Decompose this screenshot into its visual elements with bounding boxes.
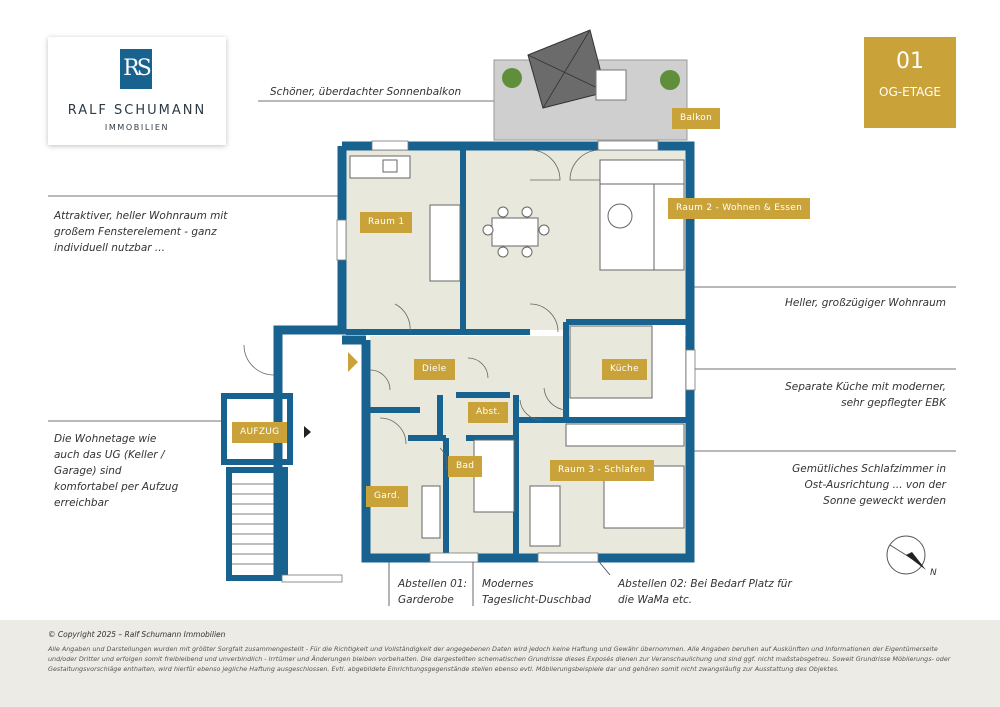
footer-disclaimer: Alle Angaben und Darstellungen wurden mi… [48,645,951,673]
footer: © Copyright 2025 – Ralf Schumann Immobil… [0,620,1000,707]
room-tag-gard: Gard. [366,486,409,507]
note-wohnen: Heller, großzügiger Wohnraum [785,297,946,309]
note-kueche: Separate Küche mit moderner, sehr gepfle… [785,381,946,409]
compass-label: N [930,568,937,578]
compass-icon [886,535,926,575]
logo-subtitle: IMMOBILIEN [104,123,170,132]
note-abstellen1: Abstellen 01: Garderobe [398,578,468,606]
room-tag-balkon: Balkon [672,108,721,129]
doors [243,149,601,471]
room-tag-raum1: Raum 1 [360,212,413,233]
balcony-furniture [502,29,680,109]
windows [281,140,696,583]
room-tag-raum2: Raum 2 - Wohnen & Essen [668,198,811,219]
elevator-arrow-icon [304,426,311,438]
note-raum1: Attraktiver, heller Wohnraum mit großem … [54,210,228,254]
room-tag-kueche: Küche [602,359,647,380]
room-tag-aufzug: AUFZUG [232,422,288,443]
room-tag-abst: Abst. [468,402,509,423]
room-tag-raum3: Raum 3 - Schlafen [550,460,654,481]
room-tag-diele: Diele [414,359,455,380]
floor-number: 01 [896,49,924,74]
logo-mark-icon: RS [120,49,152,89]
company-logo: RS RALF SCHUMANN IMMOBILIEN [48,37,226,145]
note-abstellen2: Abstellen 02: Bei Bedarf Platz für die W… [618,578,792,606]
room-tag-bad: Bad [448,456,483,477]
note-bad: Modernes Tageslicht-Duschbad [482,578,591,606]
floor-badge: 01 OG-ETAGE [864,37,956,128]
note-schlafen: Gemütliches Schlafzimmer in Ost-Ausricht… [792,463,946,507]
footer-copyright: © Copyright 2025 – Ralf Schumann Immobil… [48,630,226,639]
note-aufzug: Die Wohnetage wie auch das UG (Keller / … [54,433,179,509]
logo-name: RALF SCHUMANN [67,103,207,118]
note-balkon: Schöner, überdachter Sonnenbalkon [270,86,462,98]
entrance-arrow-icon [348,352,358,372]
floor-label: OG-ETAGE [879,85,941,99]
